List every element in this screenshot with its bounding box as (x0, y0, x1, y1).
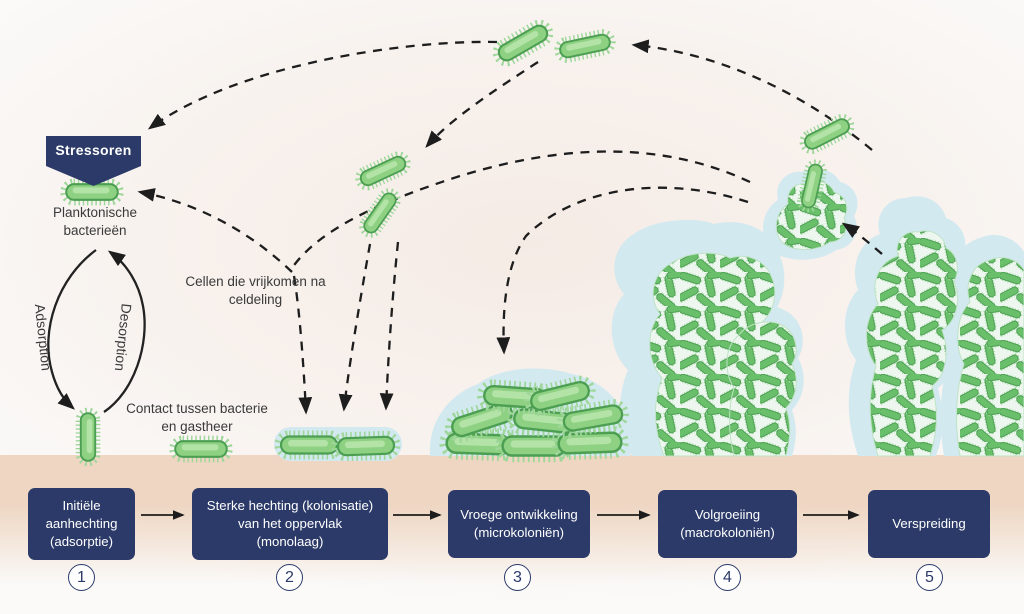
colony-cores (649, 180, 1024, 457)
arrow-to-microcolony (496, 186, 749, 355)
stage-box-1-line: aanhechting (45, 516, 118, 532)
adsorption-desorption-cycle (47, 249, 146, 413)
stage-number-4: 4 (714, 564, 741, 591)
stage-box-2-line: van het oppervlak (237, 516, 343, 532)
dispersing-bacterium-icon (802, 116, 853, 152)
stage-number-3: 3 (504, 564, 531, 591)
macrocolony-tower-b (726, 321, 797, 457)
arrow-top-to-released-cells (425, 61, 539, 148)
dispersal-tower-b (956, 257, 1024, 457)
stage-box-3-line: (microkoloniën) (473, 525, 565, 540)
arrow-cells-to-surface-mid (338, 243, 372, 412)
arrow-cells-to-surface-left (292, 275, 313, 415)
arrow-return-to-planktonic-pool (137, 188, 293, 273)
top-planktonic-bacterium-icon (558, 33, 612, 60)
stage-box-1: Initiële aanhechting (adsorptie) (28, 488, 135, 560)
adsorption-arc (47, 249, 97, 410)
stage-box-4-line: Volgroeiing (694, 507, 761, 523)
contact-bacterium-icon (174, 441, 227, 458)
monolayer-bacterium-icon (280, 436, 338, 454)
stressor-banner-label: Stressoren (55, 142, 132, 158)
released-cell-icon (357, 154, 408, 189)
released-cell-icon (361, 190, 399, 236)
arc-dispersal-to-released-cells (291, 150, 751, 269)
stage-number-5: 5 (916, 564, 943, 591)
stage-box-1-line: Initiële (62, 498, 101, 514)
stage-box-2-line: (monolaag) (256, 533, 324, 549)
arrow-cluster-release (841, 222, 883, 255)
stage-box-2-line: Sterke hechting (kolonisatie) (206, 498, 374, 514)
dispersal-cluster-core (775, 180, 848, 250)
microcolony-bacterium-icon (557, 432, 623, 454)
dispersal-tower-a (865, 230, 958, 457)
desorption-arc (103, 250, 146, 413)
top-planktonic-bacterium-icon (495, 22, 551, 64)
stage-box-5-line: Verspreiding (892, 516, 966, 532)
monolayer-bacterium-icon (337, 436, 396, 456)
stage-number-1: 1 (68, 564, 95, 591)
arrow-cells-to-surface-right (379, 241, 400, 411)
stage-box-3-line: Vroege ontwikkeling (460, 507, 578, 523)
arrow-to-stressors (147, 40, 498, 130)
microcolony-bacterium-icon (561, 403, 624, 432)
stage-box-3: Vroege ontwikkeling (microkoloniën) (448, 490, 590, 558)
planktonic-bacteria-label: Planktonische bacterieën (52, 205, 138, 238)
stage-box-1-line: (adsorptie) (49, 533, 114, 549)
stage-box-4-line: (macrokoloniën) (680, 525, 775, 540)
stage-box-2: Sterke hechting (kolonisatie) van het op… (192, 488, 388, 560)
released-cells-label: Cellen die vrijkomen na celdeling (185, 274, 326, 307)
stage-box-5: Verspreiding (868, 490, 990, 558)
contact-label: Contact tussen bacterie en gastheer (126, 401, 268, 434)
stage-box-4: Volgroeiing (macrokoloniën) (658, 490, 797, 558)
planktonic-bacterium-icon (65, 184, 118, 201)
attached-bacterium-icon (80, 412, 95, 461)
stage-number-2: 2 (276, 564, 303, 591)
